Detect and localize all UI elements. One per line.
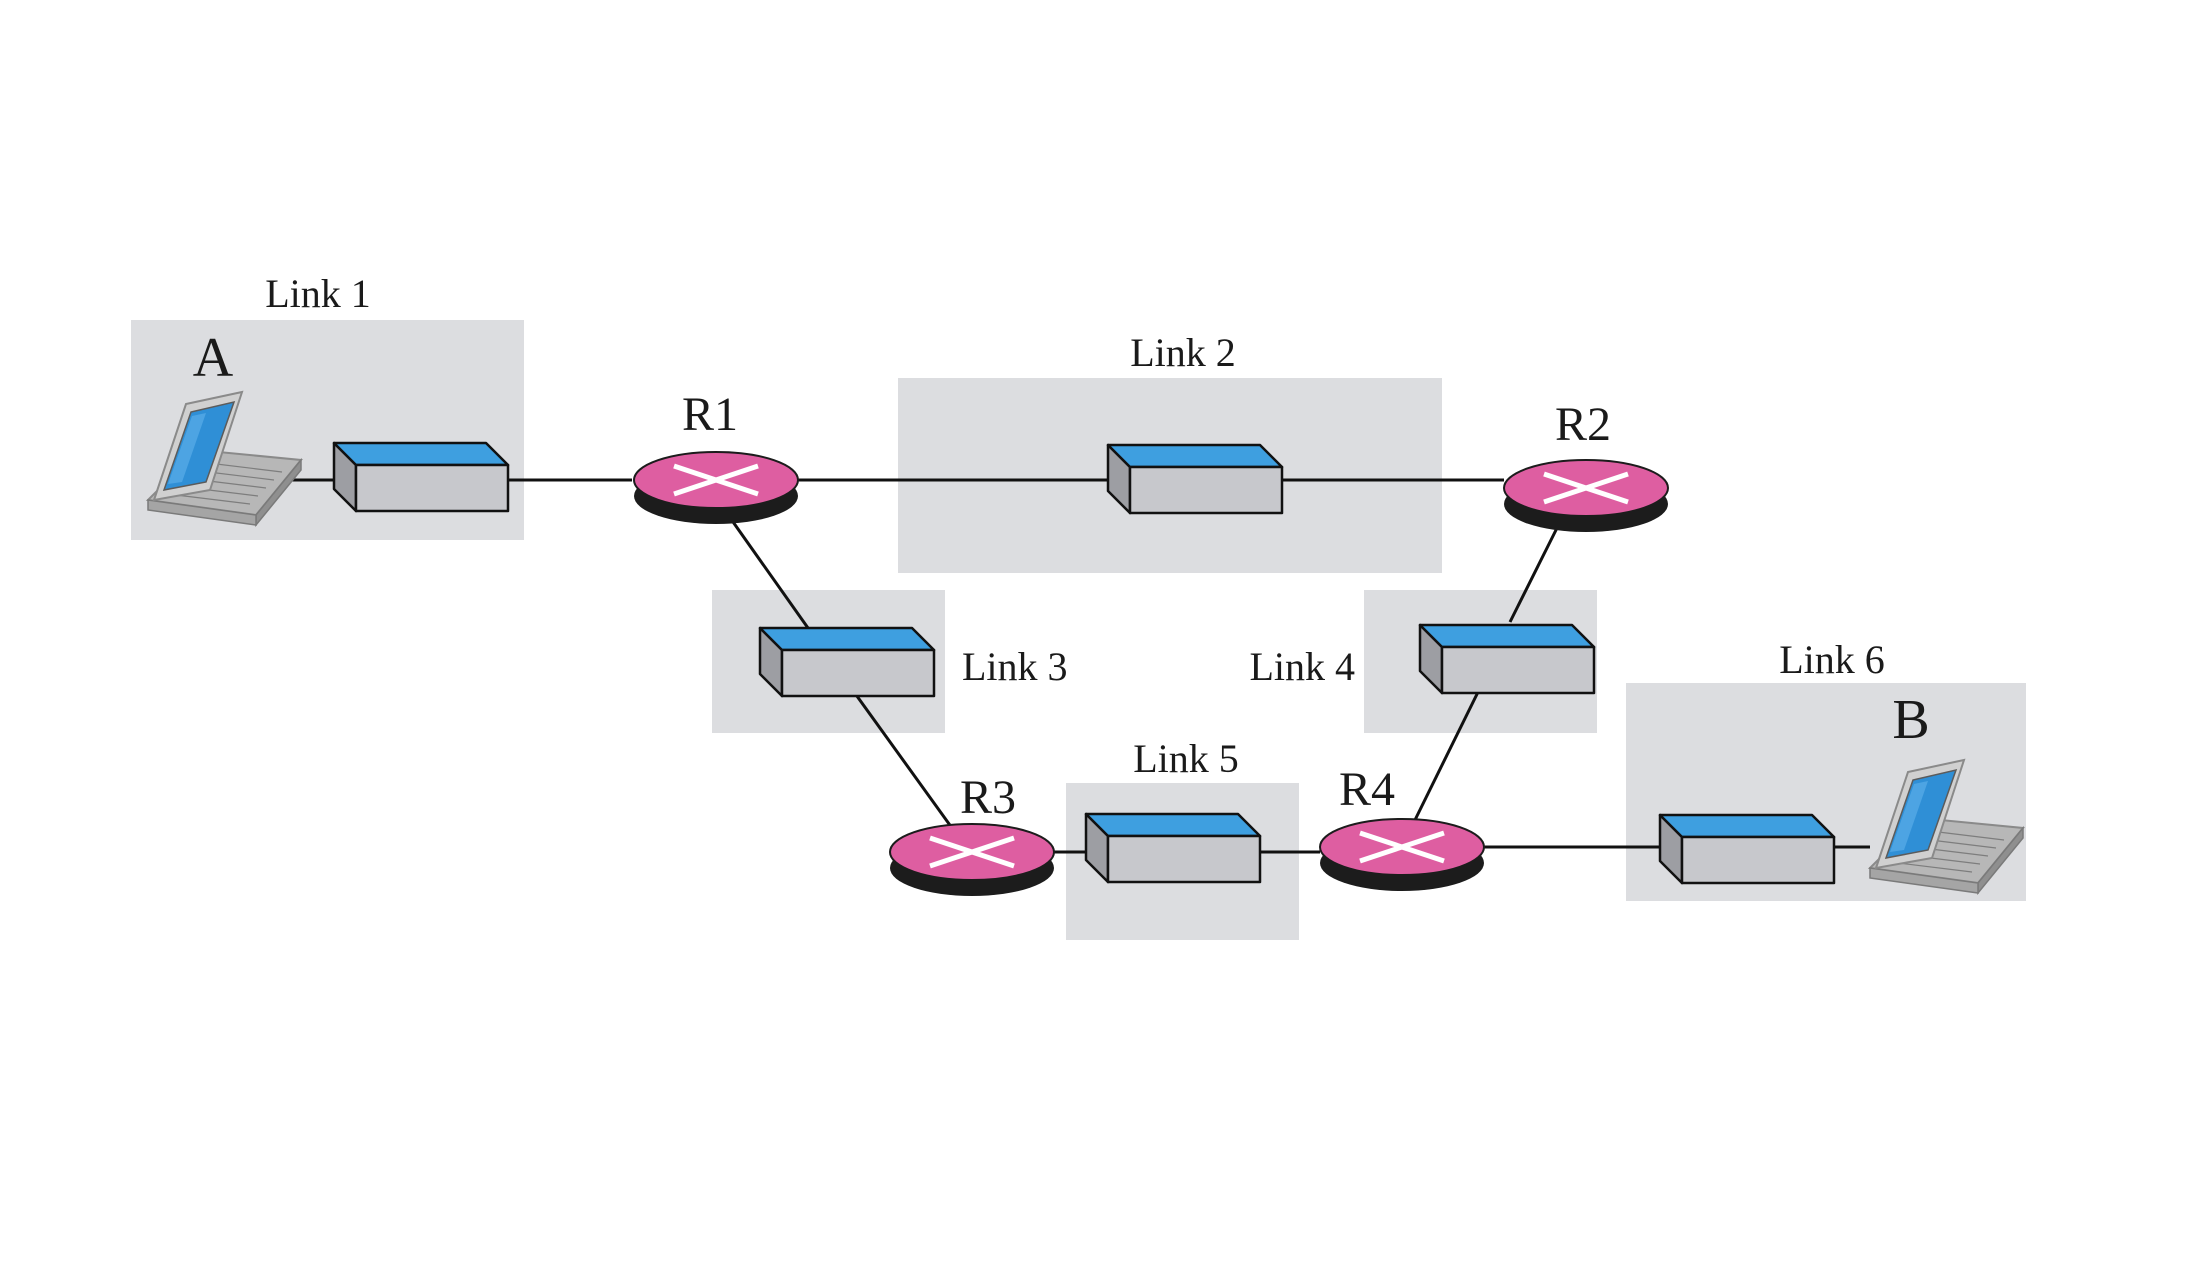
wire-sw3-r3: [852, 691, 954, 829]
router-r4-label: R4: [1339, 763, 1395, 816]
router-r2-label: R2: [1555, 398, 1611, 451]
switch-icon: [1084, 812, 1262, 884]
switch-icon: [1658, 813, 1836, 885]
wire-sw4-r4: [1412, 687, 1482, 823]
switch-icon: [332, 441, 510, 513]
link-2-label: Link 2: [1130, 330, 1236, 375]
host-b-label: B: [1892, 689, 1929, 751]
router-r1-label: R1: [682, 388, 738, 441]
wire-r2-sw4: [1508, 517, 1564, 623]
router-icon: [890, 824, 1054, 896]
wire-r1-sw3: [724, 511, 810, 629]
host-a-label: A: [193, 327, 234, 389]
router-icon: [1320, 819, 1484, 891]
router-r3-label: R3: [960, 771, 1016, 824]
switch-icon: [1418, 623, 1596, 695]
wires: [288, 478, 1870, 854]
switch-icon: [758, 626, 936, 698]
link-6-label: Link 6: [1779, 637, 1885, 682]
link-4-label: Link 4: [1249, 644, 1355, 689]
link-1-label: Link 1: [265, 271, 371, 316]
link-5-label: Link 5: [1133, 736, 1239, 781]
switch-icon: [1106, 443, 1284, 515]
router-icon: [1504, 460, 1668, 532]
router-icon: [634, 452, 798, 524]
link-3-label: Link 3: [962, 644, 1068, 689]
